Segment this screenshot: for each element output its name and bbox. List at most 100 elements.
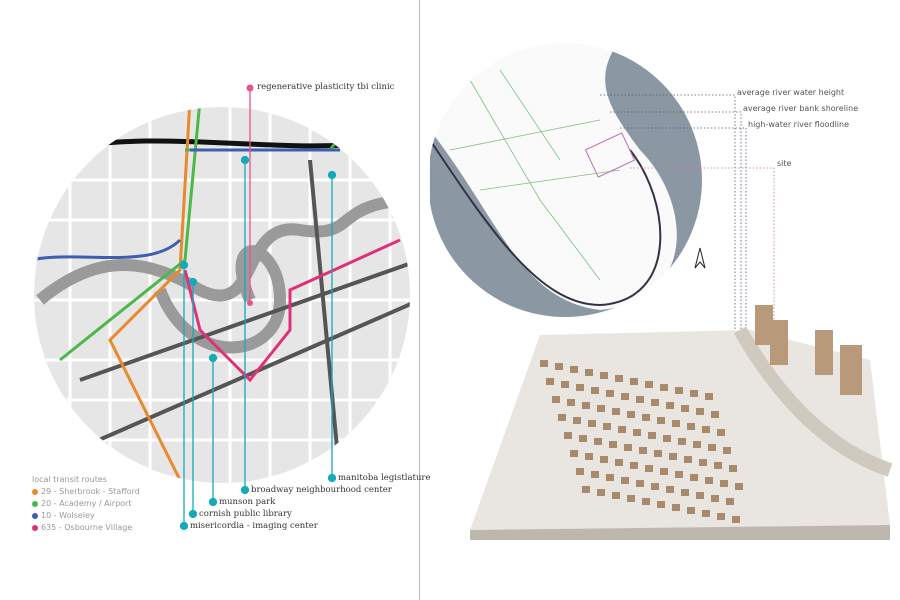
model-house bbox=[732, 516, 740, 523]
model-house bbox=[585, 369, 593, 376]
physical-model bbox=[470, 305, 893, 540]
model-house bbox=[609, 441, 617, 448]
route-dot-icon bbox=[32, 500, 38, 507]
model-house bbox=[714, 462, 722, 469]
model-house bbox=[576, 468, 584, 475]
model-house bbox=[708, 444, 716, 451]
model-house bbox=[630, 378, 638, 385]
legend-item: 10 - Wolseley bbox=[32, 511, 95, 520]
model-house bbox=[612, 408, 620, 415]
legend-label: 635 - Osbourne Village bbox=[41, 523, 133, 532]
route-dot-icon bbox=[32, 512, 38, 519]
model-house bbox=[627, 411, 635, 418]
model-house bbox=[552, 396, 560, 403]
legend-label: 20 - Academy / Airport bbox=[41, 499, 132, 508]
legend-label: 29 - Sherbrook - Stafford bbox=[41, 487, 140, 496]
north-arrow-icon bbox=[694, 247, 706, 269]
model-house bbox=[696, 408, 704, 415]
model-house bbox=[711, 411, 719, 418]
model-house bbox=[720, 480, 728, 487]
model-house bbox=[666, 402, 674, 409]
model-house bbox=[690, 474, 698, 481]
neighbourhood-map bbox=[34, 107, 410, 483]
callout-misericordia: misericordia - imaging center bbox=[190, 521, 318, 531]
model-house bbox=[576, 384, 584, 391]
model-house bbox=[630, 462, 638, 469]
model-house bbox=[567, 399, 575, 406]
route-dot-icon bbox=[32, 488, 38, 495]
model-house bbox=[693, 441, 701, 448]
model-house bbox=[675, 471, 683, 478]
page-divider bbox=[419, 0, 420, 600]
model-house bbox=[705, 393, 713, 400]
model-house bbox=[648, 432, 656, 439]
model-house bbox=[627, 495, 635, 502]
model-house bbox=[621, 393, 629, 400]
label-site: site bbox=[777, 159, 792, 168]
model-house bbox=[615, 375, 623, 382]
legend-title: local transit routes bbox=[32, 475, 107, 484]
model-house bbox=[696, 492, 704, 499]
callout-broadway: broadway neighbourhood center bbox=[251, 485, 392, 495]
model-house bbox=[642, 414, 650, 421]
model-house bbox=[618, 426, 626, 433]
model-house bbox=[588, 420, 596, 427]
model-house bbox=[573, 417, 581, 424]
model-house bbox=[654, 450, 662, 457]
model-house bbox=[669, 453, 677, 460]
callout-legislature: manitoba legistlature bbox=[338, 473, 431, 483]
model-house bbox=[678, 438, 686, 445]
site-plan bbox=[428, 43, 702, 317]
model-house bbox=[717, 429, 725, 436]
label-water-height: average river water height bbox=[737, 88, 845, 97]
model-house bbox=[570, 450, 578, 457]
model-house bbox=[672, 504, 680, 511]
model-house bbox=[702, 510, 710, 517]
model-house bbox=[699, 459, 707, 466]
model-house bbox=[681, 405, 689, 412]
route-dot-icon bbox=[32, 524, 38, 531]
model-house bbox=[621, 477, 629, 484]
legend-label: 10 - Wolseley bbox=[41, 511, 95, 520]
model-house bbox=[711, 495, 719, 502]
model-house bbox=[723, 447, 731, 454]
model-house bbox=[606, 474, 614, 481]
model-house bbox=[600, 372, 608, 379]
model-house bbox=[606, 390, 614, 397]
model-house bbox=[597, 405, 605, 412]
callout-library: cornish public library bbox=[199, 509, 292, 519]
callout-munson-park: munson park bbox=[219, 497, 276, 507]
model-house bbox=[702, 426, 710, 433]
model-house bbox=[675, 387, 683, 394]
model-house bbox=[690, 390, 698, 397]
model-house bbox=[591, 387, 599, 394]
model-house bbox=[636, 396, 644, 403]
model-house bbox=[540, 360, 548, 367]
model-house bbox=[672, 420, 680, 427]
model-house bbox=[684, 456, 692, 463]
model-house bbox=[717, 513, 725, 520]
callout-clinic: regenerative plasticity tbi clinic bbox=[257, 82, 395, 92]
legend-item: 29 - Sherbrook - Stafford bbox=[32, 487, 140, 496]
model-house bbox=[657, 417, 665, 424]
model-house bbox=[597, 489, 605, 496]
model-house bbox=[600, 456, 608, 463]
model-house bbox=[636, 480, 644, 487]
model-house bbox=[579, 435, 587, 442]
callout-lines bbox=[179, 84, 337, 531]
model-house bbox=[663, 435, 671, 442]
label-shoreline: average river bank shoreline bbox=[743, 104, 859, 113]
model-house bbox=[555, 363, 563, 370]
model-house bbox=[633, 429, 641, 436]
model-house bbox=[651, 399, 659, 406]
model-house bbox=[666, 486, 674, 493]
model-house bbox=[603, 423, 611, 430]
model-house bbox=[681, 489, 689, 496]
model-house bbox=[687, 507, 695, 514]
model-house bbox=[546, 378, 554, 385]
model-house bbox=[735, 483, 743, 490]
model-house bbox=[645, 465, 653, 472]
model-house bbox=[612, 492, 620, 499]
model-house bbox=[657, 501, 665, 508]
